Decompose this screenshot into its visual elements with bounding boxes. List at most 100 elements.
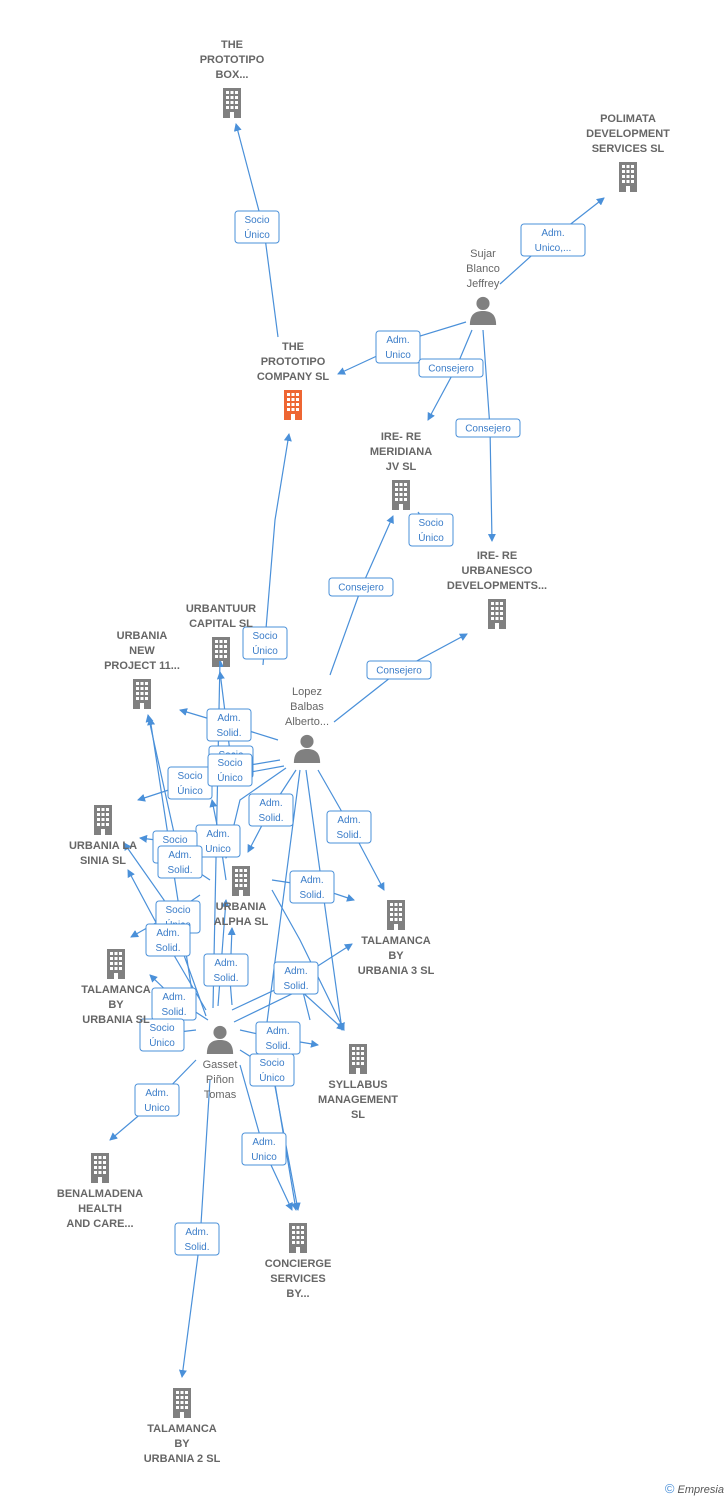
edge-label-text: Solid.	[184, 1242, 209, 1253]
node-label: Sujar	[470, 248, 496, 260]
edge-label-text: Socio	[165, 905, 190, 916]
edge-label-text: Adm.	[386, 335, 409, 346]
node-label: URBANIA 3 SL	[358, 965, 435, 977]
edge-label-text: Único	[259, 1071, 285, 1084]
edge-label[interactable]: Adm.Unico	[134, 1083, 180, 1117]
edge-label-text: Consejero	[376, 666, 422, 677]
edge-label[interactable]: Adm.Solid.	[273, 961, 319, 995]
edge-label-text: Consejero	[338, 583, 384, 594]
edge-label-box	[203, 953, 249, 987]
edge-label-box	[375, 330, 421, 364]
edge-label[interactable]: Adm.Solid.	[151, 987, 197, 1021]
edge-label-text: Adm.	[185, 1227, 208, 1238]
node-label: SINIA SL	[80, 855, 126, 867]
edge-label[interactable]: Adm.Solid.	[248, 793, 294, 827]
edge-label[interactable]: Adm.Unico	[241, 1132, 287, 1166]
edge-label[interactable]: Consejero	[455, 418, 521, 438]
edge-label-text: Solid.	[265, 1041, 290, 1052]
node-label: URBANIA SL	[82, 1014, 150, 1026]
node-label: URBANTUUR	[186, 603, 256, 615]
node-label: PROTOTIPO	[200, 54, 265, 66]
edge-label[interactable]: Adm.Solid.	[203, 953, 249, 987]
edge-label-text: Unico	[385, 350, 411, 361]
edge-label-text: Unico	[205, 844, 231, 855]
node-label: SERVICES SL	[592, 143, 665, 155]
relation-edge-extra	[271, 889, 345, 1031]
edge-label-text: Adm.	[156, 928, 179, 939]
edge-label-text: Único	[149, 1036, 175, 1049]
edge-label[interactable]: Consejero	[418, 358, 484, 378]
edge-label[interactable]: Adm. Solid.	[326, 810, 372, 844]
edge-label-box	[157, 845, 203, 879]
nodes-layer: THE PROTOTIPO BOX... POLIMATADEVELOPMENTSER…	[57, 39, 670, 1465]
node-label: THE	[221, 39, 243, 51]
edge-label[interactable]: Consejero	[328, 577, 394, 597]
node-label: SERVICES	[270, 1273, 325, 1285]
edge-label-text: Solid.	[336, 830, 361, 841]
edge-label-box	[273, 961, 319, 995]
node-prototipo-box[interactable]: THE PROTOTIPO BOX...	[200, 39, 265, 118]
node-label: JV SL	[386, 461, 417, 473]
edge-label[interactable]: Adm.Solid.	[157, 845, 203, 879]
node-label: URBANIA	[216, 901, 267, 913]
edge-label-box	[242, 626, 288, 660]
building-icon	[488, 599, 506, 629]
edge-label-text: Adm.	[266, 1026, 289, 1037]
node-label: BOX...	[215, 69, 248, 81]
node-urbania-alpha[interactable]: URBANIA ALPHA SL	[214, 866, 269, 928]
edge-label-text: Adm.	[337, 815, 360, 826]
edge-label[interactable]: Consejero	[366, 660, 432, 680]
node-ire-urbanesco[interactable]: IRE- REURBANESCODEVELOPMENTS...	[447, 550, 547, 629]
edge-label[interactable]: Adm. Solid.	[174, 1222, 220, 1256]
edge-label[interactable]: Adm.Solid.	[289, 870, 335, 904]
edge-label[interactable]: Adm.Unico,...	[520, 223, 586, 257]
node-label: Gasset	[203, 1059, 238, 1071]
edge-label-text: Socio	[259, 1058, 284, 1069]
edge-label[interactable]: Adm. Solid.	[255, 1021, 301, 1055]
building-icon	[91, 1153, 109, 1183]
edge-label-text: Adm.	[217, 713, 240, 724]
edge-label-text: Único	[244, 228, 270, 241]
person-icon	[206, 1025, 234, 1054]
edge-label[interactable]: Adm.Unico	[195, 824, 241, 858]
edge-label-text: Adm.	[259, 798, 282, 809]
edge-label[interactable]: Adm.Solid.	[206, 708, 252, 742]
node-label: Alberto...	[285, 716, 329, 728]
node-concierge[interactable]: CONCIERGESERVICESBY...	[265, 1223, 332, 1300]
building-icon	[133, 679, 151, 709]
edge-label-text: Adm.	[145, 1088, 168, 1099]
edge-label-text: Adm.	[541, 228, 564, 239]
edge-label-text: Solid.	[283, 981, 308, 992]
node-label: SYLLABUS	[328, 1079, 387, 1091]
edge-label-box	[326, 810, 372, 844]
edge-label[interactable]: Adm.Solid.	[145, 923, 191, 957]
edge-label[interactable]: Adm. Unico	[375, 330, 421, 364]
edge-label-text: Único	[418, 531, 444, 544]
edge-label-text: Socio	[217, 758, 242, 769]
node-lopez[interactable]: LopezBalbasAlberto...	[285, 686, 329, 763]
node-label: ALPHA SL	[214, 916, 269, 928]
edge-label-text: Socio	[177, 771, 202, 782]
